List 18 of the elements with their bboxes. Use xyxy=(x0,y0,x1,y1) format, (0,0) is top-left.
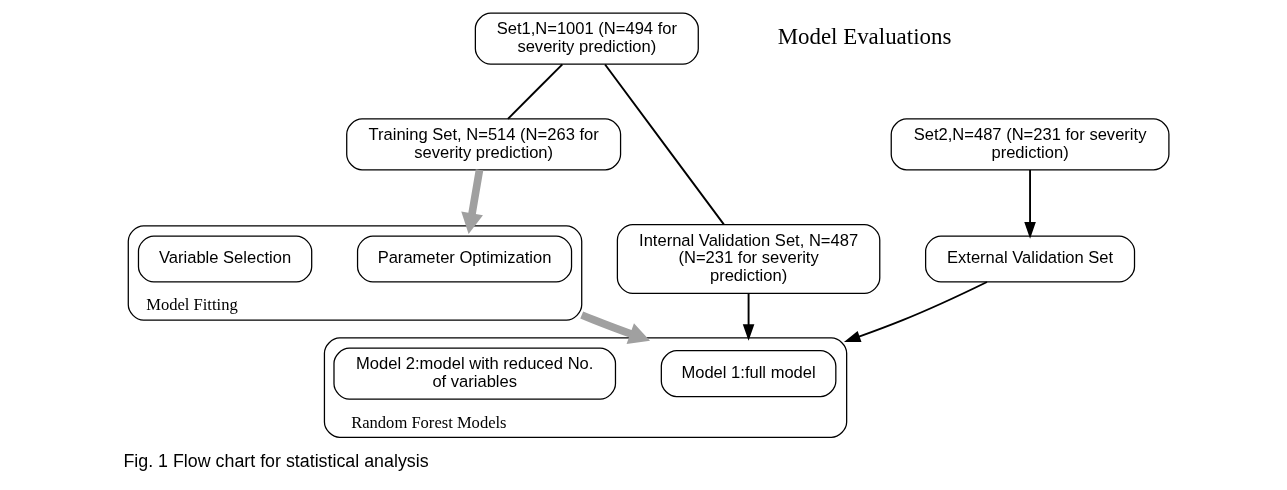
node-box: Model 2:model with reduced No. of variables xyxy=(333,347,617,400)
caption: Fig. 1 Flow chart for statistical analysis xyxy=(123,450,429,471)
node-box: Set2,N=487 (N=231 for severity prediction) xyxy=(890,118,1170,171)
arrow xyxy=(742,292,755,341)
arrow xyxy=(843,281,988,342)
label: Model Evaluations xyxy=(777,24,952,50)
arrow xyxy=(461,169,484,234)
node-box: Parameter Optimization xyxy=(356,235,573,283)
node-box: Training Set, N=514 (N=263 for severity prediction) xyxy=(346,118,622,171)
connector xyxy=(604,63,725,226)
node-box: Variable Selection xyxy=(137,235,313,283)
node-box: Internal Validation Set, N=487 (N=231 for severity prediction) xyxy=(616,224,881,295)
node-box: External Validation Set xyxy=(925,235,1136,283)
arrow xyxy=(1024,169,1036,239)
arrow xyxy=(580,311,651,345)
connector xyxy=(506,63,564,120)
node-box: Set1,N=1001 (N=494 for severity prediction) xyxy=(474,12,699,65)
node-box: Model 1:full model xyxy=(660,350,837,398)
